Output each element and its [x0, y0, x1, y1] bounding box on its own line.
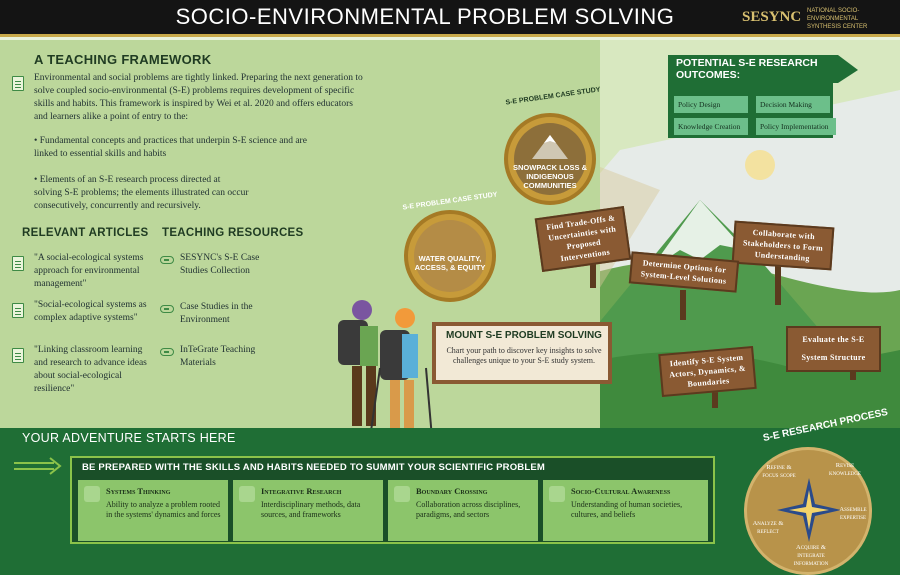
resource-link-3[interactable]: InTeGrate Teaching Materials [180, 345, 256, 368]
document-icon [12, 303, 24, 318]
mount-text: Chart your path to discover key insights… [446, 346, 602, 365]
link-icon [160, 256, 174, 264]
link-icon [160, 348, 174, 356]
adventure-heading: YOUR ADVENTURE STARTS HERE [22, 431, 236, 445]
sign-post [590, 248, 596, 288]
page-title: SOCIO-ENVIRONMENTAL PROBLEM SOLVING [175, 4, 675, 29]
resources-heading: TEACHING RESOURCES [162, 227, 304, 239]
process-step-refine: Refine & focus scope [762, 464, 796, 479]
sign-collaborate: Collaborate with Stakeholders to Form Un… [731, 220, 835, 271]
process-step-revise: Revise knowledge [829, 462, 861, 477]
outcomes-heading: POTENTIAL S-E RESEARCH OUTCOMES: [676, 57, 818, 81]
sign-identify-actors: Identify S-E System Actors, Dynamics, & … [658, 345, 757, 398]
process-step-analyze: Analyze & reflect [752, 520, 784, 535]
skill-card-boundary-crossing: Boundary Crossing Collaboration across d… [388, 480, 538, 541]
case-study-medallion-snowpack[interactable]: SNOWPACK LOSS & INDIGENOUS COMMUNITIES [504, 113, 596, 205]
article-link-2[interactable]: "Social-ecological systems as complex ad… [34, 300, 147, 323]
sesync-logo[interactable]: SESYNC NATIONAL SOCIO-ENVIRONMENTAL SYNT… [742, 6, 892, 34]
brain-icon [84, 486, 100, 502]
resource-link-1[interactable]: SESYNC's S-E Case Studies Collection [180, 253, 260, 276]
skill-title: Integrative Research [261, 486, 342, 496]
skill-card-systems-thinking: Systems Thinking Ability to analyze a pr… [78, 480, 228, 541]
hikers-illustration [338, 300, 433, 439]
sign-post [775, 255, 781, 305]
case-study-label: WATER QUALITY, ACCESS, & EQUITY [414, 254, 486, 272]
mount-title: MOUNT S-E PROBLEM SOLVING [446, 330, 602, 341]
case-study-label: SNOWPACK LOSS & INDIGENOUS COMMUNITIES [512, 163, 588, 190]
skill-card-integrative-research: Integrative Research Interdisciplinary m… [233, 480, 383, 541]
skill-title: Socio-Cultural Awareness [571, 486, 671, 496]
link-icon [160, 305, 174, 313]
document-icon [12, 256, 24, 271]
process-step-acquire: Acquire & integrate information [793, 544, 829, 567]
skill-title: Boundary Crossing [416, 486, 488, 496]
mount-sign: MOUNT S-E PROBLEM SOLVING Chart your pat… [432, 322, 612, 384]
case-study-medallion-water[interactable]: WATER QUALITY, ACCESS, & EQUITY [404, 210, 496, 302]
document-icon [12, 76, 24, 91]
process-step-assemble: Assemble expertise [839, 506, 867, 521]
framework-bullet-1: • Fundamental concepts and practices tha… [34, 136, 307, 159]
sign-post [712, 378, 718, 408]
boot-icon [549, 486, 565, 502]
outcome-policy-design: Policy Design [674, 96, 748, 113]
skills-banner: BE PREPARED WITH THE SKILLS AND HABITS N… [82, 462, 546, 473]
outcome-decision-making: Decision Making [756, 96, 830, 113]
arrow-right-icon [14, 457, 62, 475]
outcome-policy-implementation: Policy Implementation [756, 118, 836, 135]
logo-mark: SESYNC [742, 9, 802, 25]
articles-heading: RELEVANT ARTICLES [22, 227, 149, 239]
logo-name: NATIONAL SOCIO-ENVIRONMENTAL SYNTHESIS C… [807, 8, 868, 30]
document-icon [12, 348, 24, 363]
article-link-1[interactable]: "A social-ecological systems approach fo… [34, 253, 144, 289]
sign-evaluate: Evaluate the S-E System Structure [786, 326, 881, 372]
article-link-3[interactable]: "Linking classroom learning and research… [34, 345, 147, 394]
mountain-icon [532, 135, 568, 159]
handshake-icon [394, 486, 410, 502]
compass-icon [777, 478, 841, 542]
sign-post [680, 290, 686, 320]
skill-title: Systems Thinking [106, 486, 171, 496]
skill-desc: Collaboration across disciplines, paradi… [416, 500, 521, 519]
outcome-knowledge-creation: Knowledge Creation [674, 118, 748, 135]
skill-desc: Interdisciplinary methods, data sources,… [261, 500, 361, 519]
header-bar: SOCIO-ENVIRONMENTAL PROBLEM SOLVING SESY… [0, 0, 900, 37]
skill-desc: Ability to analyze a problem rooted in t… [106, 500, 221, 519]
tools-icon [239, 486, 255, 502]
process-wheel: Refine & focus scope Revise knowledge As… [744, 447, 872, 575]
skill-desc: Understanding of human societies, cultur… [571, 500, 683, 519]
framework-paragraph: Environmental and social problems are ti… [34, 73, 363, 122]
resource-link-2[interactable]: Case Studies in the Environment [180, 302, 253, 325]
skills-panel: BE PREPARED WITH THE SKILLS AND HABITS N… [70, 456, 715, 544]
skill-card-socio-cultural: Socio-Cultural Awareness Understanding o… [543, 480, 708, 541]
framework-heading: A TEACHING FRAMEWORK [34, 52, 212, 67]
framework-bullet-2: • Elements of an S-E research process di… [34, 175, 249, 211]
